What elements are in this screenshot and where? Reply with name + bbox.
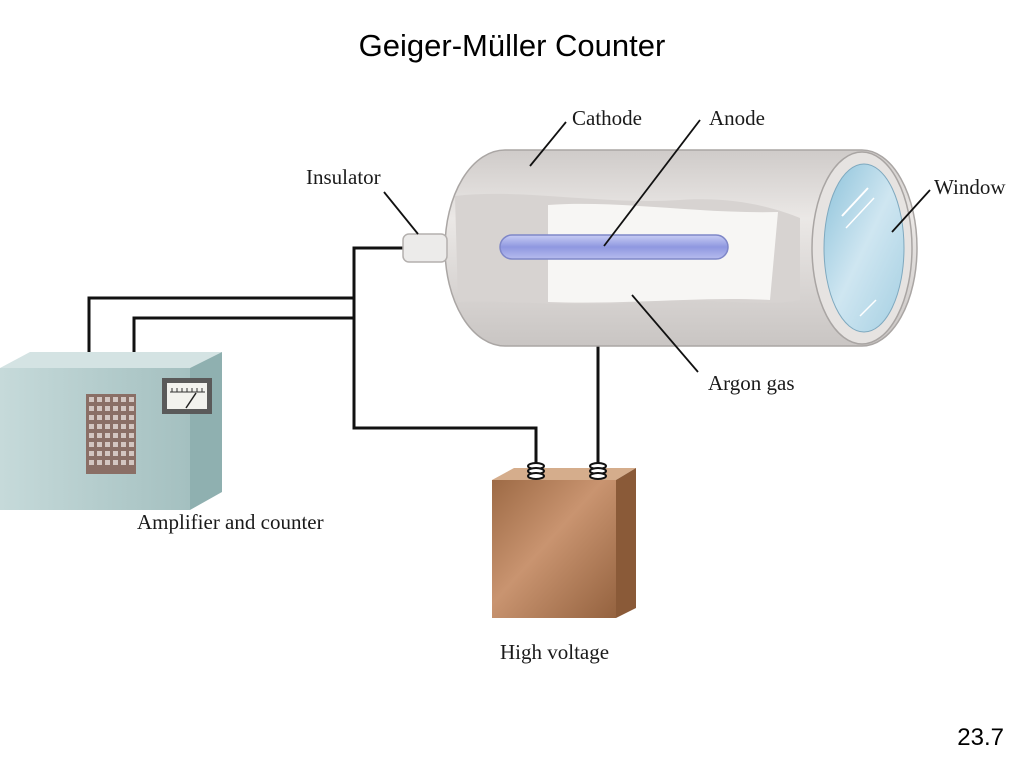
label-cathode: Cathode xyxy=(572,106,642,130)
label-window: Window xyxy=(934,175,1006,199)
battery-side xyxy=(616,468,636,618)
slide-number: 23.7 xyxy=(957,724,1004,751)
wire-to-battery-left xyxy=(352,298,538,474)
meter-dial xyxy=(162,378,212,414)
battery-top xyxy=(492,468,636,480)
window-glass xyxy=(823,163,905,333)
amplifier-top xyxy=(0,352,222,368)
speaker-grille-holes xyxy=(89,397,134,465)
label-anode: Anode xyxy=(709,106,765,130)
anode-wire xyxy=(499,234,729,260)
leader-lines xyxy=(383,119,931,373)
meter-needle xyxy=(185,392,197,409)
slide-title: Geiger-Müller Counter xyxy=(358,28,666,63)
wire-amplifier-return xyxy=(132,316,354,360)
leader-anode xyxy=(603,119,701,247)
amplifier-side xyxy=(190,352,222,510)
speaker-grille xyxy=(86,394,136,474)
battery-front xyxy=(492,480,616,618)
insulator-plug xyxy=(402,233,448,263)
wire-insulator-to-amplifier xyxy=(87,246,406,362)
label-insulator: Insulator xyxy=(306,165,381,189)
leader-cathode xyxy=(529,121,567,167)
wires xyxy=(87,246,600,474)
window-glare xyxy=(841,187,869,217)
high-voltage-battery xyxy=(492,462,636,618)
geiger-tube xyxy=(402,149,918,347)
amplifier-counter-box xyxy=(0,352,222,510)
window-glare-2 xyxy=(845,197,875,229)
leader-argon xyxy=(631,294,699,373)
label-argon-gas: Argon gas xyxy=(708,371,795,395)
leader-window xyxy=(891,189,931,233)
window-glare-3 xyxy=(859,299,877,317)
leader-insulator xyxy=(383,191,419,235)
terminal-right xyxy=(589,462,607,480)
label-amplifier-counter: Amplifier and counter xyxy=(137,510,324,534)
terminal-left xyxy=(527,462,545,480)
label-high-voltage: High voltage xyxy=(500,640,609,664)
